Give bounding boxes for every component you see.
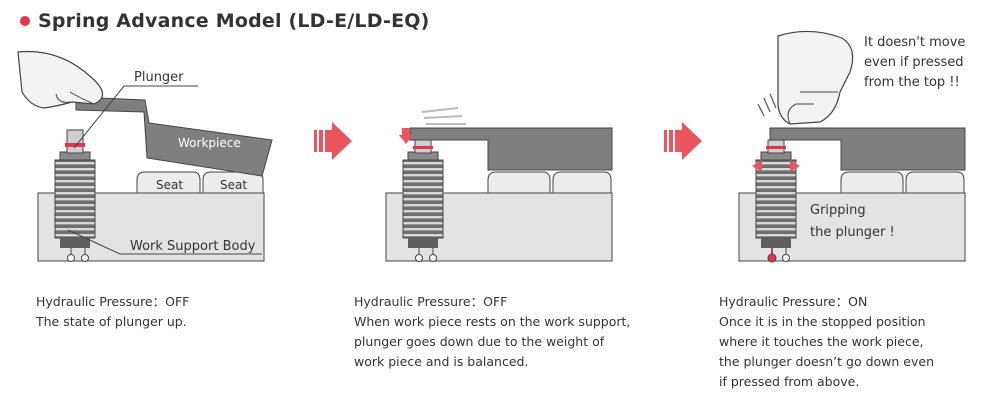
caption-panel-3: Hydraulic Pressure：ON Once it is in the … [719,292,934,392]
note-line-1: It doesn't move [864,35,965,50]
down-arrow-icon [399,135,413,144]
caption-line: Hydraulic Pressure：OFF [36,294,190,309]
shake-mark [757,103,765,117]
caption-line: Hydraulic Pressure：ON [719,294,868,309]
body-leader [67,229,262,255]
finger-line [69,91,95,105]
grip-arrow-icon [752,160,762,172]
seat-left [840,171,904,194]
grip-arrow-icon [790,160,800,172]
panel-1-illustration: Plunger Workpiece Seat Seat Work Support… [17,50,273,262]
caption-line: Hydraulic Pressure：OFF [354,294,508,309]
seat-right [552,171,612,194]
caption-line: where it touches the work piece, [719,334,924,349]
caption-line: Once it is in the stopped position [719,314,926,329]
body-bottom [60,238,90,248]
down-arrow-icon [402,128,410,135]
workpiece-resting [409,127,613,171]
port-icon [782,254,790,262]
caption-line: work piece and is balanced. [354,354,529,369]
panel-2-illustration [385,107,613,262]
port-icon [429,254,437,262]
panel-3-illustration: It doesn't move even if pressed from the… [738,30,966,263]
spring-coils [54,159,96,239]
note-line-3: from the top !! [864,75,960,90]
pressure-port-icon [767,253,777,263]
seat-left [136,171,201,194]
body-bottom [408,238,438,248]
seal-ring [766,146,786,149]
shake-mark [763,97,771,113]
caption-line: if pressed from above. [719,374,860,389]
workpiece-tilted [75,96,273,177]
seat-left-label: Seat [156,178,183,192]
mechanism-diagram: Plunger Workpiece Seat Seat Work Support… [17,30,966,263]
bullet-icon [20,16,30,26]
motion-line [421,107,459,113]
port-icon [67,254,75,262]
port-icon [415,254,423,262]
plunger-rod [66,129,84,154]
motion-line [423,115,463,119]
pressing-hand-icon [777,30,854,125]
workpiece-held [769,127,966,171]
note-line-2: even if pressed [864,55,964,70]
spring-coils [402,159,444,239]
port-icon [81,254,89,262]
caption-line: The state of plunger up. [36,314,187,329]
caption-line: When work piece rests on the work suppor… [354,314,631,329]
caption-panel-1: Hydraulic Pressure：OFF The state of plun… [36,292,189,332]
finger-line [787,103,814,125]
page-title: Spring Advance Model (LD-E/LD-EQ) [38,10,430,32]
caption-line: the plunger doesn’t go down even [719,354,934,369]
seal-ring [65,143,85,147]
caption-line: plunger goes down due to the weight of [354,334,605,349]
title-row: Spring Advance Model (LD-E/LD-EQ) [20,10,430,32]
shake-mark [769,93,777,109]
caption-panel-2: Hydraulic Pressure：OFF When work piece r… [354,292,630,372]
plunger-label: Plunger [134,70,184,85]
grip-label-line-1: Gripping [810,203,866,218]
grip-label-line-2: the plunger ! [810,225,895,240]
workpiece-label: Workpiece [178,136,241,150]
step-arrow-2 [664,122,702,160]
thumb-line [55,93,71,103]
step-arrow-1 [314,122,352,160]
seat-right [905,171,965,194]
body-label: Work Support Body [130,239,256,254]
hand-icon [17,50,104,109]
plunger-leader [73,85,198,149]
seal-ring [413,146,433,149]
seat-right-label: Seat [220,178,247,192]
seat-left [487,171,551,194]
body-bottom [761,238,791,248]
